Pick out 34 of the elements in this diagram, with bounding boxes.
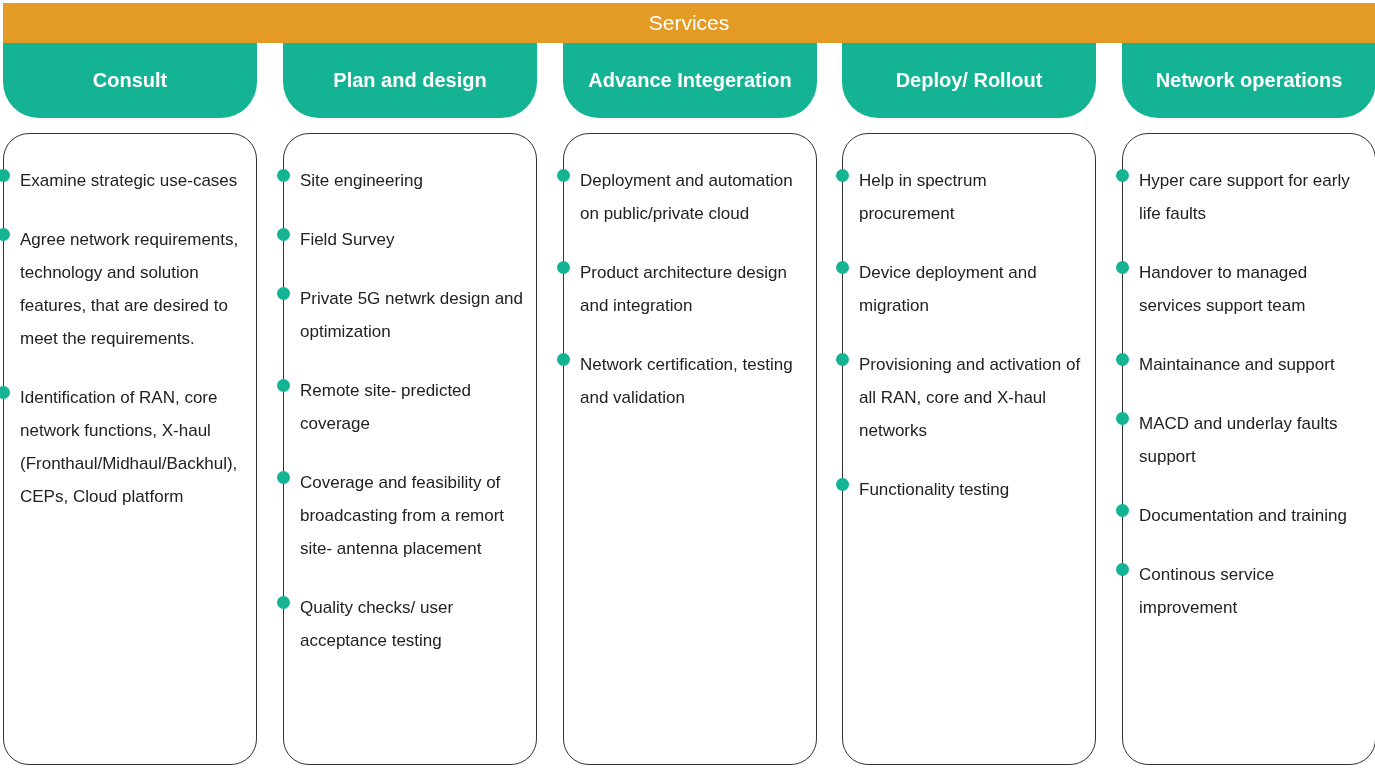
column-heading: Network operations (1155, 69, 1343, 92)
list-item: Coverage and feasibility of broadcasting from a remort site- antenna placement (300, 472, 506, 560)
header-tab (563, 43, 817, 118)
column-heading: Deploy/ Rollout (895, 69, 1043, 92)
list-item: Help in spectrum procurement (859, 170, 988, 225)
list-item: Deployment and automation on public/private cloud (580, 170, 794, 225)
list-item: Field Survey (300, 229, 396, 251)
list-item: Device deployment and migration (859, 262, 1038, 317)
list-item: Functionality testing (859, 479, 1011, 501)
list-item: Documentation and training (1139, 505, 1348, 527)
list-item: Provisioning and activation of all RAN, core and X-haul networks (859, 354, 1082, 442)
header-tab (842, 43, 1096, 118)
list-item: Product architecture design and integration (580, 262, 788, 317)
list-item: Examine strategic use-cases (20, 170, 239, 192)
list-item: Network certification, testing and validation (580, 354, 794, 409)
list-item: Site engineering (300, 170, 424, 192)
list-item: Continous service improvement (1139, 564, 1276, 619)
list-item: Quality checks/ user acceptance testing (300, 597, 455, 652)
header-tab (1122, 43, 1375, 118)
column-heading: Plan and design (333, 69, 487, 92)
list-item: Hyper care support for early life faults (1139, 170, 1351, 225)
list-item: Handover to managed services support team (1139, 262, 1309, 317)
list-item: Identification of RAN, core network functions, X-haul (Fronthaul/Midhaul/Backhul), CEPs, Cloud platform (20, 387, 239, 508)
list-item: MACD and underlay faults support (1139, 413, 1339, 468)
title-banner: Services (3, 3, 1375, 43)
list-item: Agree network requirements, technology and solution features, that are desired to meet the requirements. (20, 229, 240, 350)
list-item: Remote site- predicted coverage (300, 380, 473, 435)
list-item: Private 5G netwrk design and optimization (300, 288, 524, 343)
column-heading: Advance Integeration (588, 69, 792, 92)
list-item: Maintainance and support (1139, 354, 1336, 376)
column-card (3, 133, 257, 765)
header-tab (283, 43, 537, 118)
header-tab (3, 43, 257, 118)
column-heading: Consult (92, 69, 168, 92)
